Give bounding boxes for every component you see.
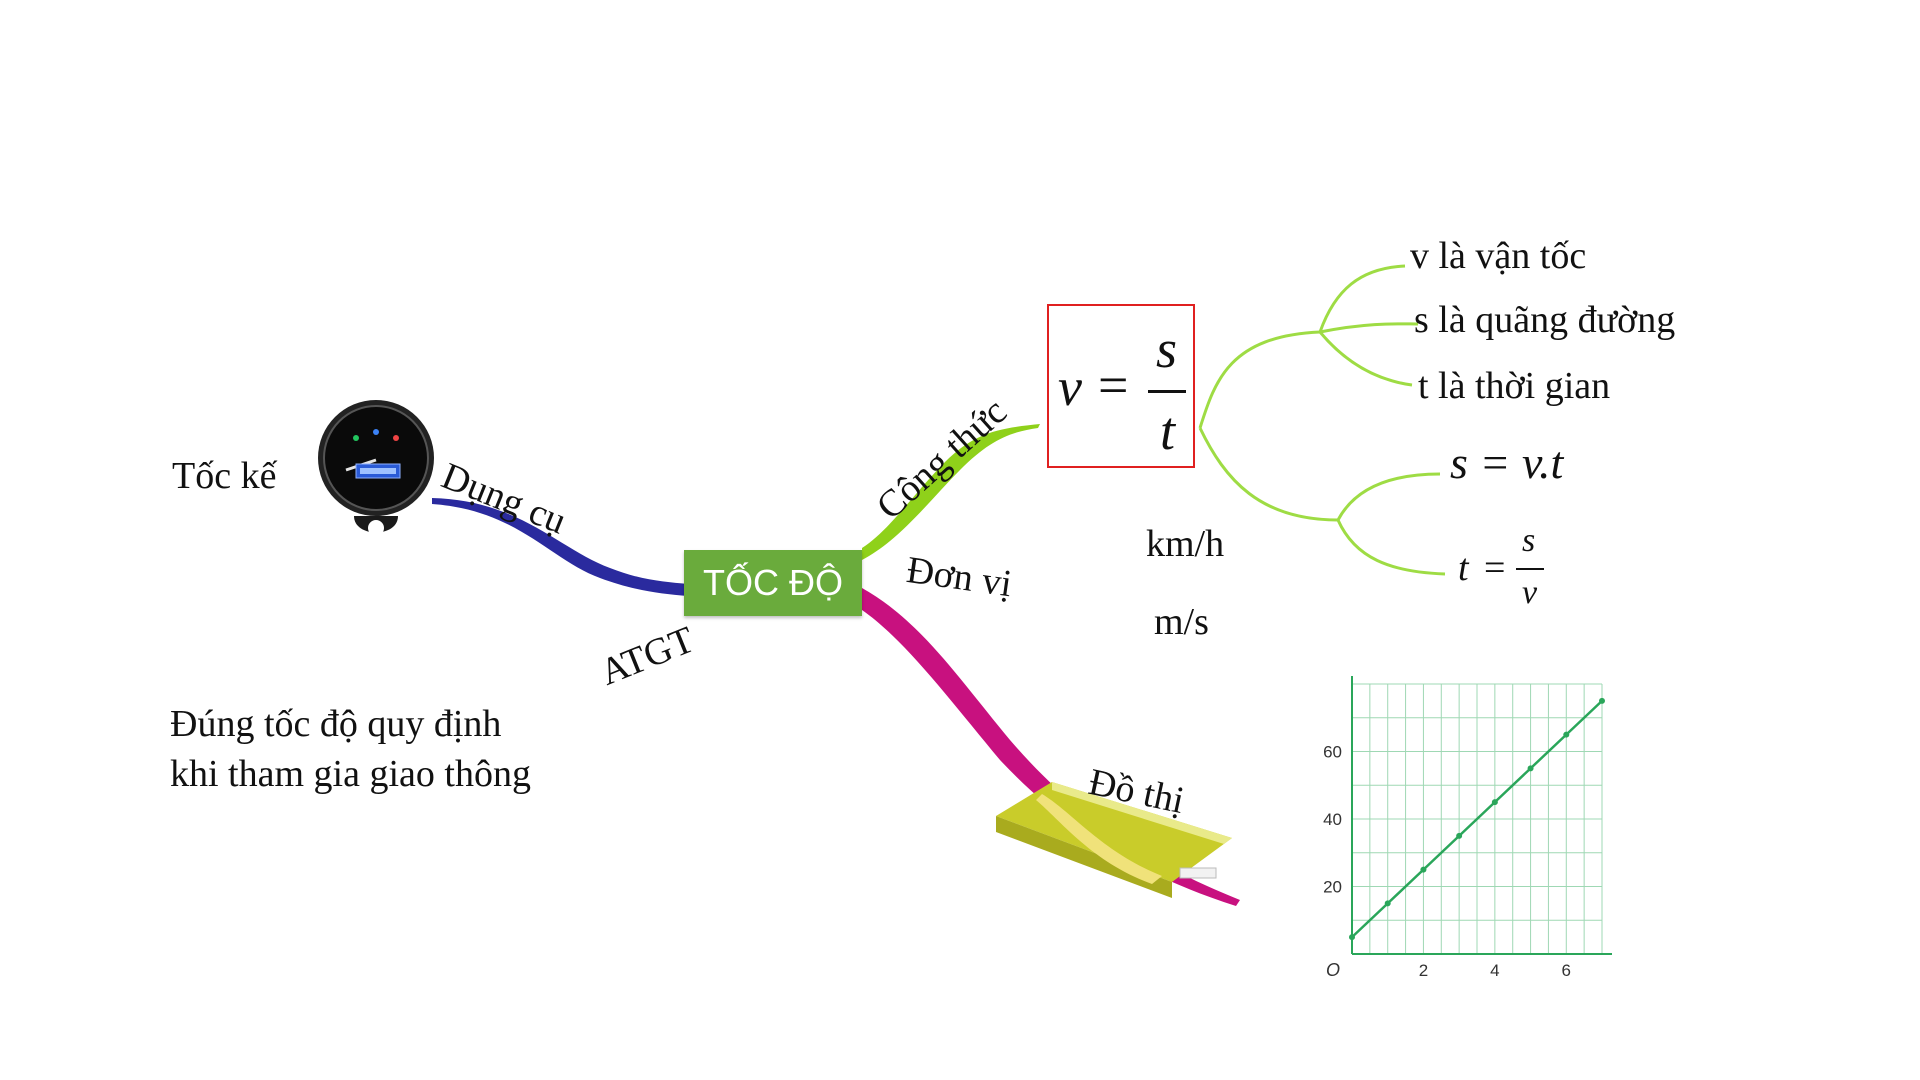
formula-denominator: t	[1160, 401, 1176, 461]
main-formula-box	[1047, 304, 1195, 468]
data-point	[1384, 900, 1391, 907]
formula-numerator: s	[1156, 319, 1178, 379]
data-point	[1456, 832, 1463, 839]
data-point	[1420, 866, 1427, 873]
distance-time-chart: 246204060Ot(h)s(km)	[1323, 676, 1612, 980]
x-tick-label: 6	[1562, 961, 1571, 980]
branch-dung-cu	[432, 498, 688, 596]
data-point	[1527, 765, 1534, 772]
unit-ms: m/s	[1154, 601, 1209, 643]
data-point	[1491, 799, 1498, 806]
data-point	[1563, 731, 1570, 738]
origin-label: O	[1326, 960, 1340, 980]
branch-do-thi	[862, 588, 1240, 906]
notepad-icon	[996, 782, 1232, 898]
central-topic[interactable]: TỐC ĐỘ	[684, 550, 862, 616]
formula-fraction-bar	[1148, 390, 1186, 393]
definition-v: v là vận tốc	[1410, 235, 1587, 277]
leaf-toc-ke: Tốc kế	[172, 455, 277, 497]
derived-t-eq: =	[1484, 547, 1506, 589]
series-line	[1351, 699, 1603, 939]
formula-v: v	[1058, 357, 1082, 417]
branch-cong-thuc	[862, 424, 1040, 560]
speedometer-icon	[318, 400, 434, 536]
x-tick-label: 4	[1490, 961, 1499, 980]
x-tick-label: 2	[1419, 961, 1428, 980]
definition-t: t là thời gian	[1418, 365, 1611, 407]
derived-t-fraction-bar	[1516, 568, 1544, 570]
leaf-atgt-line1: Đúng tốc độ quy định	[170, 703, 502, 745]
derived-t-den: v	[1522, 574, 1538, 611]
data-point	[1599, 697, 1605, 704]
unit-kmh: km/h	[1146, 523, 1225, 565]
y-tick-label: 20	[1323, 878, 1342, 897]
y-tick-label: 60	[1323, 743, 1342, 762]
y-tick-label: 40	[1323, 810, 1342, 829]
formula-equals: =	[1098, 355, 1129, 415]
data-point	[1349, 934, 1355, 941]
derived-t-num: s	[1522, 522, 1536, 559]
derived-formula-s: s = v.t	[1450, 437, 1564, 488]
leaf-atgt-line2: khi tham gia giao thông	[170, 753, 531, 795]
derived-t-lhs: t	[1458, 547, 1469, 589]
definition-s: s là quãng đường	[1414, 299, 1676, 341]
